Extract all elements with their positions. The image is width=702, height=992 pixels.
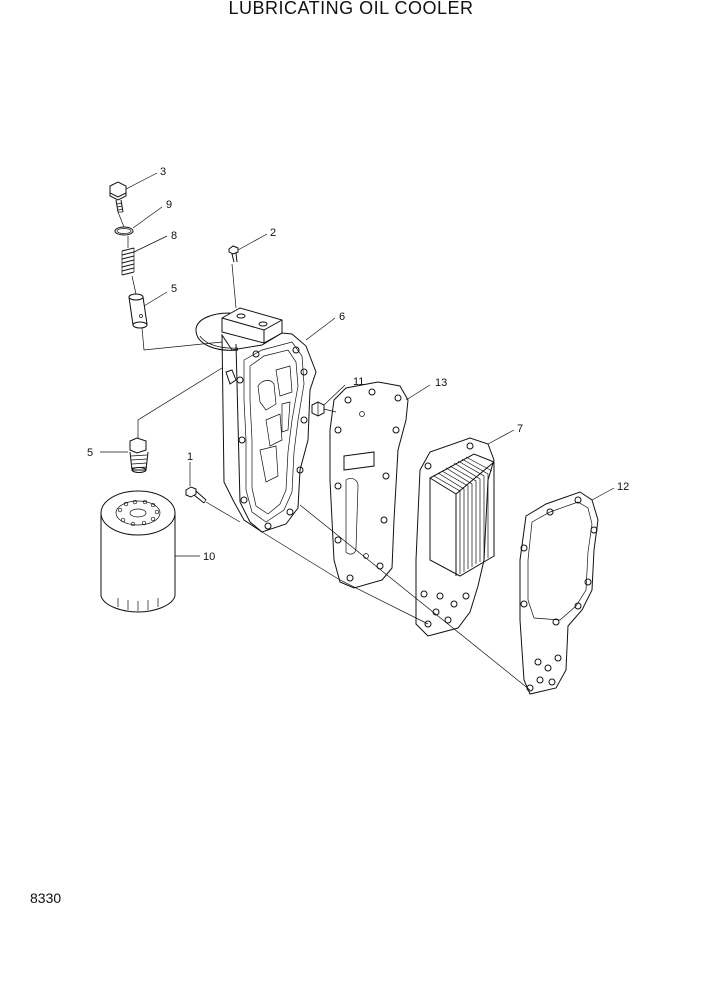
part-6-cooler-housing[interactable]	[195, 307, 317, 533]
callout-1: 1	[187, 451, 193, 463]
callout-9: 9	[166, 199, 172, 211]
part-7-cooler-core[interactable]	[415, 437, 495, 637]
callout-12: 12	[617, 481, 629, 493]
part-8-spring[interactable]	[121, 247, 135, 276]
callout-6: 6	[339, 311, 345, 323]
part-9-o-ring[interactable]	[114, 226, 134, 236]
callout-8: 8	[171, 230, 177, 242]
part-1-bolt[interactable]	[185, 486, 207, 504]
diagram-title: LUBRICATING OIL COOLER	[228, 0, 474, 18]
callout-5-upper: 5	[171, 283, 177, 295]
part-5-nipple[interactable]	[129, 437, 149, 473]
callout-labels: 3 9 8 5 2 6 11 13 7 12 5 1 10	[87, 166, 629, 563]
part-13-gasket[interactable]	[329, 381, 409, 589]
callout-13: 13	[435, 377, 447, 389]
part-3-bolt[interactable]	[109, 181, 127, 213]
callout-5-lower: 5	[87, 447, 93, 459]
part-12-gasket[interactable]	[519, 491, 599, 695]
callout-3: 3	[160, 166, 166, 178]
part-11-plug[interactable]	[311, 401, 325, 417]
page-code: 8330	[30, 890, 62, 906]
assembly-lines	[117, 211, 531, 691]
callout-10: 10	[203, 551, 215, 563]
callout-7: 7	[517, 423, 523, 435]
part-10-oil-filter[interactable]	[100, 490, 176, 613]
leader-lines	[100, 172, 615, 557]
part-2-screw[interactable]	[228, 245, 239, 263]
callout-2: 2	[270, 227, 276, 239]
part-5-plunger[interactable]	[128, 293, 148, 329]
callout-11: 11	[353, 376, 364, 388]
